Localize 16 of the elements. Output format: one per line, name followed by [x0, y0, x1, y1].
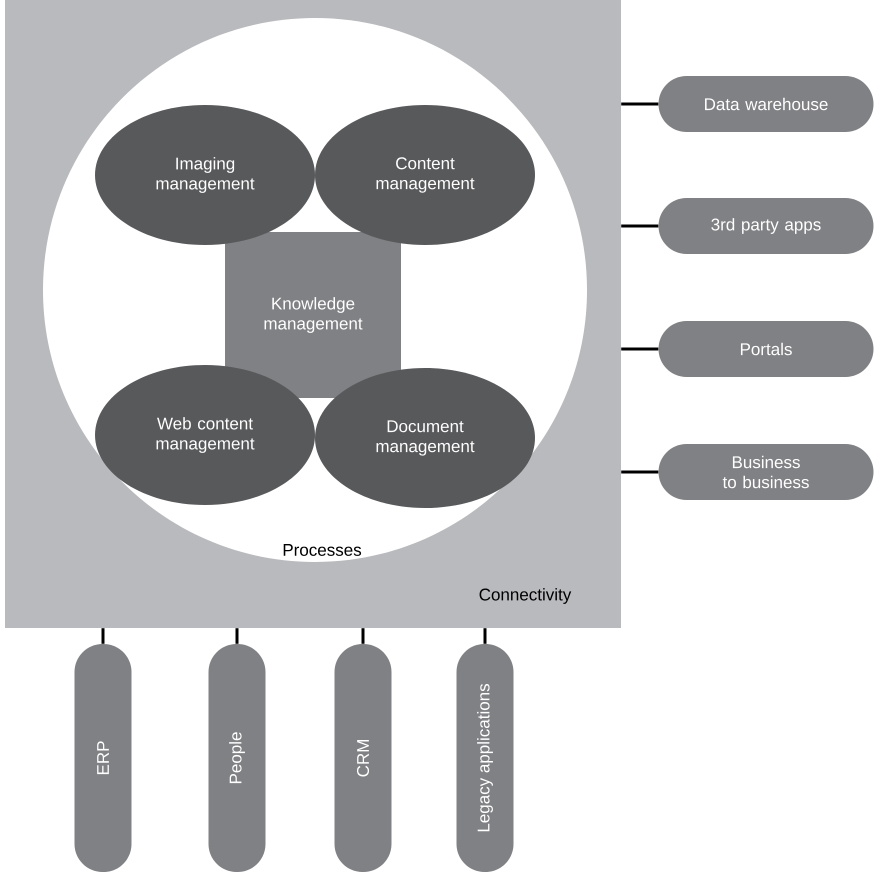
system-pill: CRM — [334, 644, 392, 872]
system-pill: Data warehouse — [658, 76, 874, 132]
system-pill: ERP — [74, 644, 132, 872]
connector-line — [362, 628, 364, 644]
system-pill: Portals — [658, 321, 874, 377]
connector-line — [621, 102, 658, 106]
connector-line — [102, 628, 104, 644]
connector-line — [621, 224, 658, 228]
system-pill: Business to business — [658, 444, 874, 500]
system-pill: People — [208, 644, 266, 872]
connector-line — [484, 628, 486, 644]
connector-line — [621, 348, 658, 350]
connector-line — [236, 628, 238, 644]
connector-line — [621, 470, 658, 474]
system-pill: Legacy applications — [456, 644, 514, 872]
system-pill: 3rd party apps — [658, 198, 874, 254]
